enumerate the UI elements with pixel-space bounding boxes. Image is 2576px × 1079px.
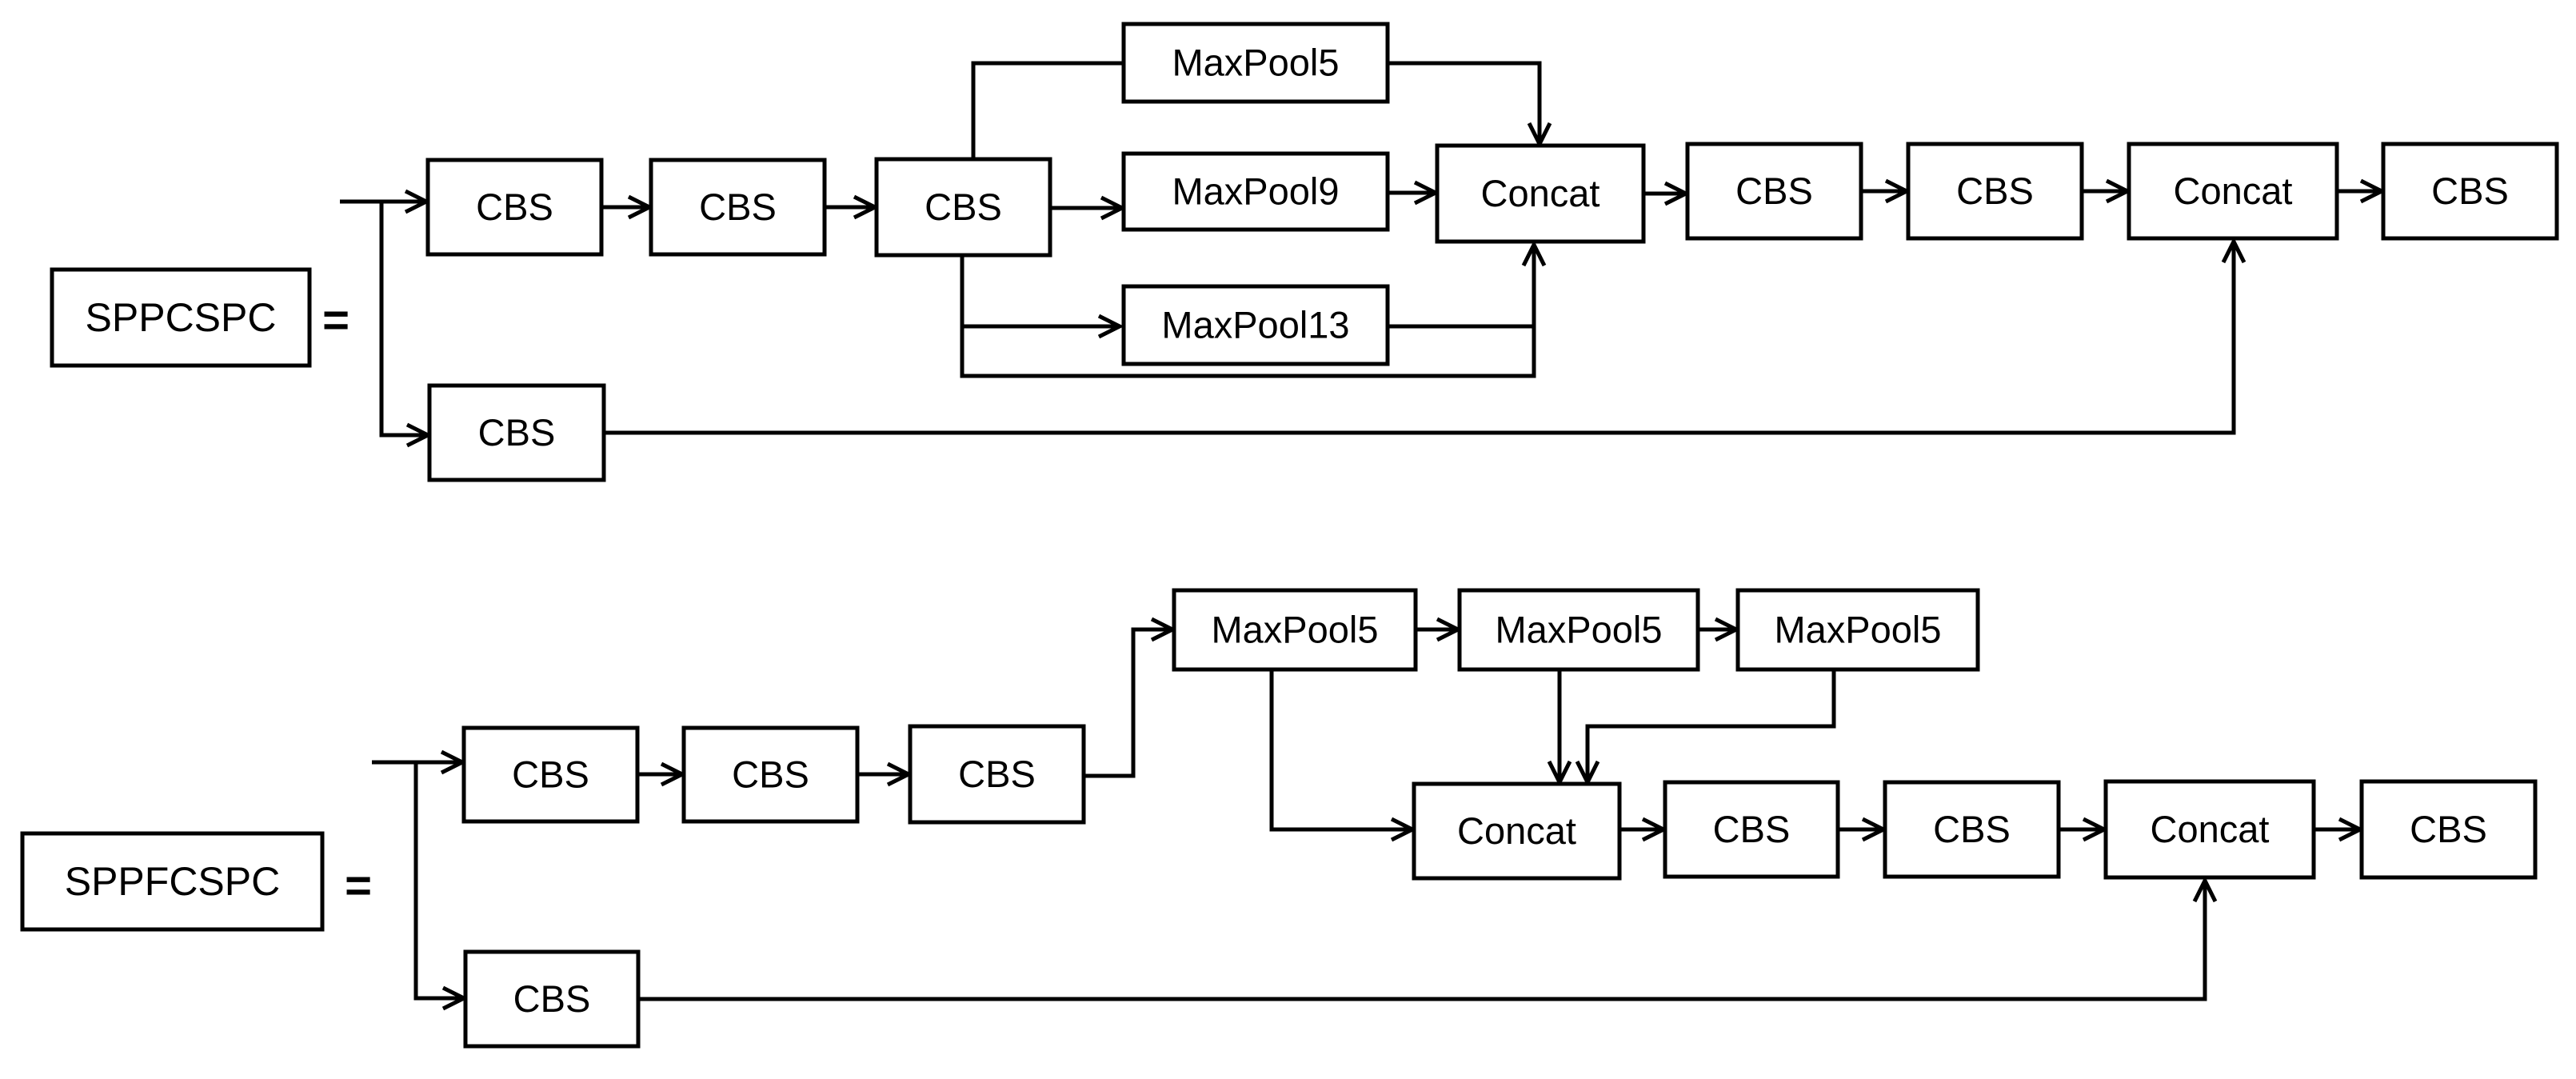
sppfcspc-node-concat-2 [2103,779,2316,880]
sppcspc-node-maxpool9-label: MaxPool9 [1172,170,1340,213]
sppcspc-node-concat-1-label: Concat [1481,172,1600,214]
sppfcspc-diagram: SPPFCSPC = CBS CBS CBS MaxPool5 MaxPool5 MaxPoo… [20,588,2538,1049]
sppfcspc-node-cbs-1-label: CBS [512,753,589,796]
sppcspc-node-concat-1 [1435,143,1646,244]
sppfcspc-connector-14 [638,876,2218,1001]
sppcspc-equals-sign: = [322,294,349,346]
sppfcspc-node-cbs-1 [461,725,640,824]
sppcspc-node-maxpool5-label: MaxPool5 [1172,42,1340,84]
sppcspc-connector-1 [379,202,433,448]
sppfcspc-node-cbs-2 [681,725,860,824]
sppfcspc-node-cbs-4-label: CBS [1713,808,1791,850]
sppfcspc-node-cbs-2-label: CBS [732,753,809,796]
sppcspc-node-cbs-6-label: CBS [2431,170,2509,212]
sppfcspc-node-maxpool5-2 [1457,588,1700,672]
sppcspc-node-cbs-2-label: CBS [699,186,777,228]
sppfcspc-node-cbs-shortcut-label: CBS [513,977,591,1020]
sppfcspc-connector-4 [1084,617,1177,778]
sppcspc-connector-8 [960,255,1124,339]
sppcspc-connector-4 [971,61,1124,159]
sppcspc-node-cbs-6 [2381,142,2559,241]
sppfcspc-node-maxpool5-1 [1172,588,1418,672]
sppcspc-node-cbs-1-label: CBS [476,186,553,228]
sppcspc-node-maxpool9 [1121,151,1390,232]
sppfcspc-node-maxpool5-1-label: MaxPool5 [1212,609,1379,651]
sppcspc-node-concat-2 [2127,142,2339,241]
sppfcspc-node-concat-1-label: Concat [1457,809,1576,852]
sppcspc-node-cbs-4-label: CBS [1735,170,1813,212]
sppcspc-node-cbs-2 [649,158,827,257]
sppcspc-title-label: SPPCSPC [86,295,277,340]
sppfcspc-node-maxpool5-3 [1735,588,1980,672]
sppcspc-node-cbs-1 [425,158,604,257]
sppfcspc-node-cbs-shortcut [463,949,641,1049]
sppcspc-node-maxpool5 [1121,22,1390,104]
sppcspc-node-maxpool13-label: MaxPool13 [1161,304,1349,346]
sppcspc-connector-9 [960,240,1547,378]
sppcspc-node-cbs-shortcut [427,383,606,482]
sppfcspc-connector-1 [413,762,469,1011]
sppfcspc-connector-7 [1269,669,1417,842]
sppfcspc-connector-9 [1575,669,1836,787]
sppcspc-connector-15 [604,237,2247,435]
sppfcspc-node-cbs-3-label: CBS [958,753,1036,795]
sppfcspc-title-label: SPPFCSPC [65,859,281,904]
sppfcspc-node-cbs-6 [2359,779,2538,880]
sppcspc-node-cbs-shortcut-label: CBS [478,411,556,454]
sppfcspc-node-maxpool5-3-label: MaxPool5 [1775,609,1942,651]
sppcspc-node-cbs-3-label: CBS [925,186,1002,228]
sppcspc-node-maxpool13 [1121,284,1390,366]
sppfcspc-node-cbs-5 [1883,780,2061,879]
sppcspc-node-cbs-5-label: CBS [1956,170,2034,212]
sppfcspc-node-maxpool5-2-label: MaxPool5 [1496,609,1663,651]
sppcspc-title-box [50,267,312,368]
sppfcspc-node-cbs-4 [1663,780,1840,879]
sppfcspc-equals-sign: = [345,860,372,912]
sppcspc-node-cbs-5 [1906,142,2084,241]
sppcspc-node-concat-2-label: Concat [2174,170,2293,212]
sppfcspc-node-cbs-6-label: CBS [2410,808,2487,850]
sppfcspc-node-concat-1 [1412,781,1622,881]
sppcspc-connector-5 [1388,61,1552,149]
sppfcspc-node-cbs-3 [908,724,1086,825]
sppcspc-diagram: SPPCSPC = CBS CBS CBS MaxPool5MaxPool9MaxPool… [50,22,2559,482]
sppcspc-node-cbs-3 [874,157,1052,258]
sppfcspc-node-cbs-5-label: CBS [1933,808,2011,850]
sppfcspc-node-concat-2-label: Concat [2151,808,2270,850]
sppfcspc-title-box [20,831,325,932]
sppcspc-node-cbs-4 [1685,142,1863,241]
